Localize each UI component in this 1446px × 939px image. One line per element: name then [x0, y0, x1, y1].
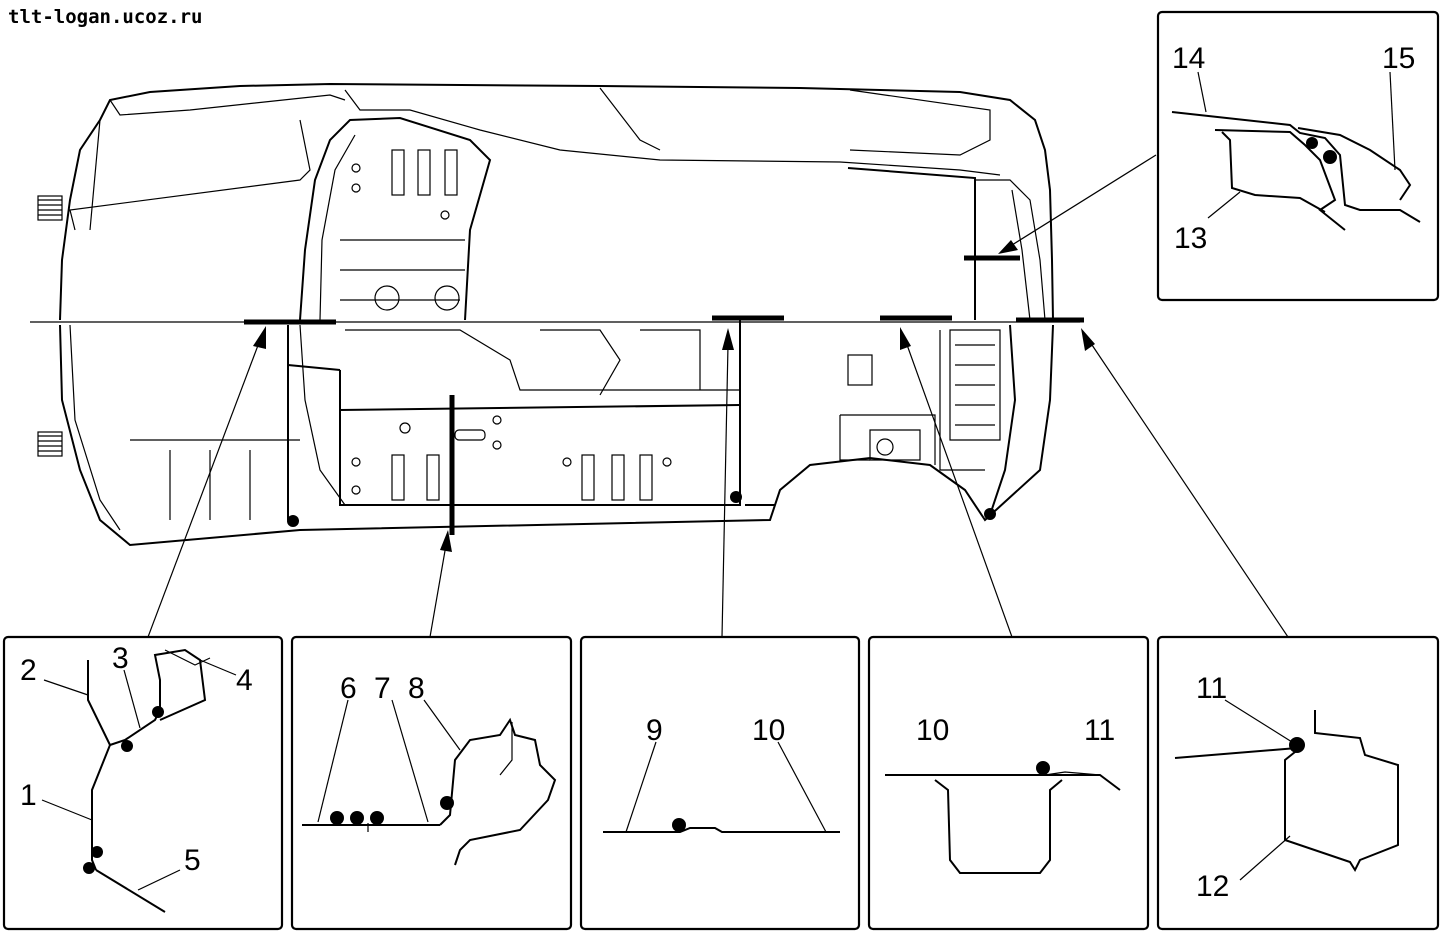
detail-frame-9-10: 9 10 [579, 635, 861, 931]
callout-10b: 10 [916, 714, 949, 747]
callout-15: 15 [1382, 42, 1415, 75]
callout-1: 1 [20, 779, 37, 812]
detail-frame-6-8: 6 7 8 [290, 635, 573, 931]
callout-9: 9 [646, 714, 663, 747]
callout-12: 12 [1196, 870, 1229, 903]
callout-11b: 11 [1196, 672, 1227, 705]
callout-14: 14 [1172, 42, 1205, 75]
leader-arrows [147, 154, 1289, 638]
detail-frame-10-11: 10 11 [867, 635, 1150, 931]
car-body-view [30, 82, 1080, 547]
callout-8: 8 [408, 672, 425, 705]
callout-6: 6 [340, 672, 357, 705]
detail-frame-1-5: 2 3 4 1 5 [2, 635, 284, 931]
callout-5: 5 [184, 844, 201, 877]
watermark-text: tlt-logan.ucoz.ru [8, 6, 203, 28]
callout-11a: 11 [1084, 714, 1115, 747]
callout-3: 3 [112, 642, 129, 675]
callout-4: 4 [236, 664, 253, 697]
section-cut-markers [244, 255, 1084, 535]
detail-frame-13-15: 14 15 13 [1156, 10, 1440, 302]
detail-frame-11-12: 11 12 [1156, 635, 1440, 931]
callout-7: 7 [374, 672, 391, 705]
callout-2: 2 [20, 654, 37, 687]
callout-13: 13 [1174, 222, 1207, 255]
callout-10a: 10 [752, 714, 785, 747]
